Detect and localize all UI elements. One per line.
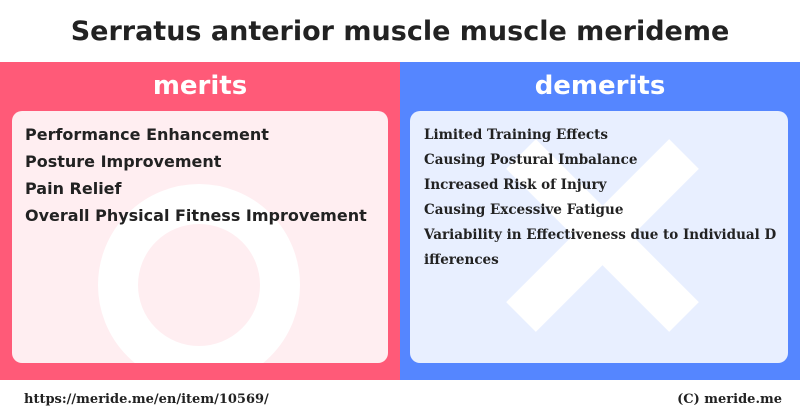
circle-icon <box>98 184 300 363</box>
merit-item: Pain Relief <box>25 179 122 198</box>
cross-icon <box>506 139 699 332</box>
copyright-text: (C) meride.me <box>677 391 782 407</box>
merits-panel: merits Performance Enhancement Posture I… <box>0 62 400 380</box>
demerits-header: demerits <box>534 71 666 101</box>
demerit-item: Causing Postural Imbalance <box>424 152 638 168</box>
source-url-link[interactable]: https://meride.me/en/item/10569/ <box>24 391 269 407</box>
demerits-card: Limited Training Effects Causing Postura… <box>410 111 788 363</box>
merits-card: Performance Enhancement Posture Improvem… <box>12 111 388 363</box>
demerit-item: Limited Training Effects <box>424 127 608 143</box>
demerit-item: Causing Excessive Fatigue <box>424 202 624 218</box>
footer: https://meride.me/en/item/10569/ (C) mer… <box>0 380 800 418</box>
merit-item: Posture Improvement <box>25 152 222 171</box>
merit-item: Performance Enhancement <box>25 125 269 144</box>
demerits-list: Limited Training Effects Causing Postura… <box>410 111 788 273</box>
merits-list: Performance Enhancement Posture Improvem… <box>12 111 388 229</box>
merits-header: merits <box>152 71 248 101</box>
demerit-item: Variability in Effectiveness due to Indi… <box>424 227 777 268</box>
merit-item: Overall Physical Fitness Improvement <box>25 206 367 225</box>
demerits-panel: demerits Limited Training Effects Causin… <box>400 62 800 380</box>
page-title: Serratus anterior muscle muscle merideme <box>70 15 730 47</box>
demerit-item: Increased Risk of Injury <box>424 177 607 193</box>
